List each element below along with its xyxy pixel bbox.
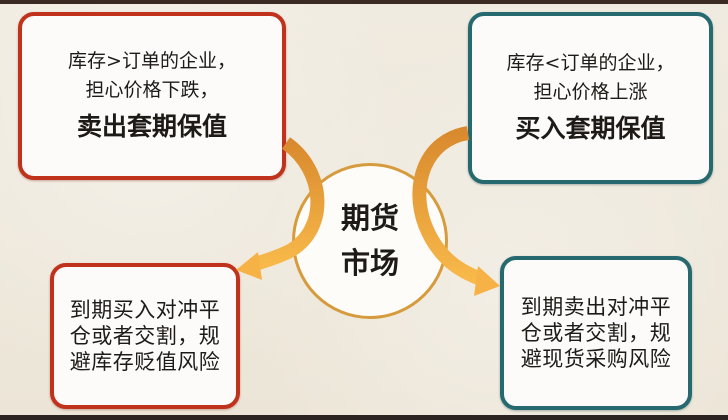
box-sell-hedge-line-1: 库存>订单的企业， <box>68 49 236 72</box>
circle-label-line-1: 期货 <box>340 201 399 236</box>
box-sell-hedge: 库存>订单的企业， 担心价格下跌， 卖出套期保值 <box>18 12 286 180</box>
box-sell-hedge-title: 卖出套期保值 <box>76 112 227 142</box>
box-buy-close-out: 到期买入对冲平 仓或者交割，规 避库存贬值风险 <box>50 263 240 409</box>
box-sell-close-out: 到期卖出对冲平 仓或者交割，规 避现货采购风险 <box>500 256 692 410</box>
box-sell-hedge-line-2: 担心价格下跌， <box>85 79 219 102</box>
box-buy-close-out-line-3: 避库存贬值风险 <box>69 350 221 375</box>
box-buy-close-out-line-1: 到期买入对冲平 <box>69 297 221 322</box>
box-buy-close-out-line-2: 仓或者交割，规 <box>69 323 221 348</box>
box-buy-hedge-line-2: 担心价格上涨 <box>533 81 648 104</box>
top-edge-strip <box>0 0 728 4</box>
futures-market-circle: 期货 市场 <box>292 163 448 319</box>
bottom-edge-strip <box>0 415 728 420</box>
circle-label-line-2: 市场 <box>340 246 399 280</box>
box-sell-close-out-line-2: 仓或者交割，规 <box>520 320 672 345</box>
box-sell-close-out-line-3: 避现货采购风险 <box>520 347 672 372</box>
box-sell-close-out-line-1: 到期卖出对冲平 <box>520 294 672 319</box>
box-buy-hedge-line-1: 库存<订单的企业， <box>506 51 675 74</box>
box-buy-hedge: 库存<订单的企业， 担心价格上涨 买入套期保值 <box>468 12 713 184</box>
box-buy-hedge-title: 买入套期保值 <box>515 114 666 144</box>
